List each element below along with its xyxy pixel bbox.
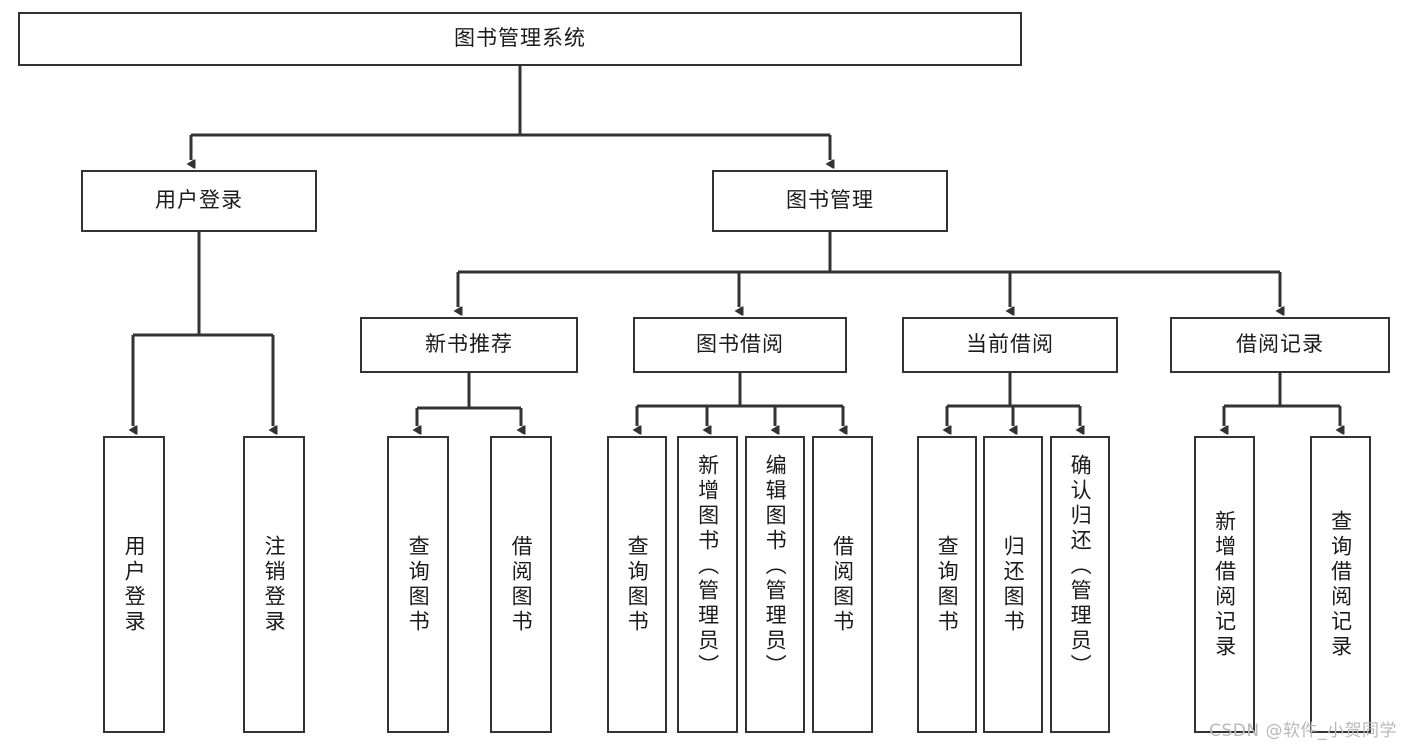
- node-label: 归还图书: [1001, 534, 1026, 635]
- node-label: 查询图书: [406, 534, 431, 635]
- node-new-book-recommend[interactable]: 新书推荐: [360, 317, 578, 373]
- node-leaf-user-login[interactable]: 用户登录: [103, 436, 165, 733]
- node-label: 借阅记录: [1236, 332, 1324, 357]
- node-book-management-system[interactable]: 图书管理系统: [18, 12, 1022, 66]
- node-current-borrow[interactable]: 当前借阅: [902, 317, 1118, 373]
- node-label: 注销登录: [262, 534, 287, 635]
- node-label: 新增借阅记录: [1212, 509, 1237, 660]
- node-leaf-query-book-recommend[interactable]: 查询图书: [387, 436, 449, 733]
- node-leaf-confirm-return[interactable]: 确认归还（管理员）: [1050, 436, 1110, 733]
- node-book-borrow[interactable]: 图书借阅: [633, 317, 847, 373]
- node-label: 图书借阅: [696, 332, 784, 357]
- node-label: 新书推荐: [425, 332, 513, 357]
- node-borrow-record[interactable]: 借阅记录: [1170, 317, 1390, 373]
- node-leaf-borrow-book-recommend[interactable]: 借阅图书: [490, 436, 552, 733]
- node-leaf-logout-login[interactable]: 注销登录: [243, 436, 305, 733]
- node-user-login[interactable]: 用户登录: [81, 170, 317, 232]
- node-label: 借阅图书: [830, 534, 855, 635]
- node-label: 图书管理: [786, 188, 874, 213]
- node-label: 确认归还（管理员）: [1068, 454, 1093, 679]
- csdn-watermark: CSDN @软件_小贺同学: [1209, 721, 1397, 741]
- node-label: 用户登录: [155, 188, 243, 213]
- node-leaf-edit-book[interactable]: 编辑图书（管理员）: [745, 436, 805, 733]
- node-leaf-query-book-current[interactable]: 查询图书: [917, 436, 977, 733]
- node-label: 查询借阅记录: [1328, 509, 1353, 660]
- node-label: 编辑图书（管理员）: [763, 454, 788, 679]
- node-leaf-query-borrow-record[interactable]: 查询借阅记录: [1310, 436, 1371, 733]
- node-leaf-return-book[interactable]: 归还图书: [983, 436, 1043, 733]
- node-label: 图书管理系统: [454, 26, 586, 51]
- node-label: 当前借阅: [966, 332, 1054, 357]
- node-label: 新增图书（管理员）: [695, 454, 720, 679]
- node-leaf-query-book-borrow[interactable]: 查询图书: [607, 436, 667, 733]
- node-label: 用户登录: [122, 534, 147, 635]
- node-label: 借阅图书: [509, 534, 534, 635]
- node-leaf-add-book[interactable]: 新增图书（管理员）: [677, 436, 738, 733]
- node-book-management[interactable]: 图书管理: [712, 170, 948, 232]
- node-label: 查询图书: [625, 534, 650, 635]
- node-label: 查询图书: [935, 534, 960, 635]
- node-leaf-borrow-book-borrow[interactable]: 借阅图书: [812, 436, 873, 733]
- node-leaf-add-borrow-record[interactable]: 新增借阅记录: [1194, 436, 1255, 733]
